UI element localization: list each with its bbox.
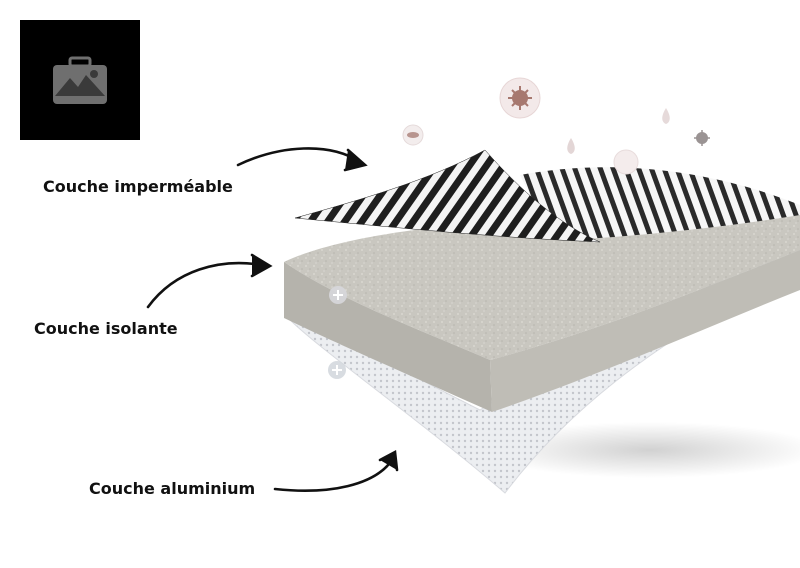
waterproof-layer-back bbox=[520, 167, 800, 240]
label-waterproof-layer: Couche imperméable bbox=[43, 177, 233, 196]
virus-icon bbox=[499, 77, 541, 119]
briefcase-mountain-icon bbox=[53, 56, 107, 104]
waterproof-layer-flap bbox=[294, 149, 601, 243]
plus-marker-1 bbox=[329, 286, 347, 304]
foam-layer-top bbox=[284, 212, 800, 360]
droplet-icon-2 bbox=[567, 138, 575, 154]
foam-layer-front bbox=[490, 250, 800, 412]
arrow-insulation bbox=[146, 253, 273, 309]
arrow-aluminium bbox=[273, 449, 399, 492]
bacteria-icon bbox=[402, 124, 424, 146]
label-aluminium-layer: Couche aluminium bbox=[89, 479, 256, 498]
bubble-icon bbox=[613, 149, 639, 175]
label-insulation-layer: Couche isolante bbox=[34, 319, 178, 338]
logo-badge bbox=[20, 20, 140, 140]
droplet-icon-1 bbox=[662, 108, 670, 124]
ground-shadow bbox=[480, 422, 800, 478]
arrow-waterproof bbox=[236, 147, 368, 172]
plus-marker-2 bbox=[328, 361, 346, 379]
germ-icon bbox=[694, 130, 710, 146]
